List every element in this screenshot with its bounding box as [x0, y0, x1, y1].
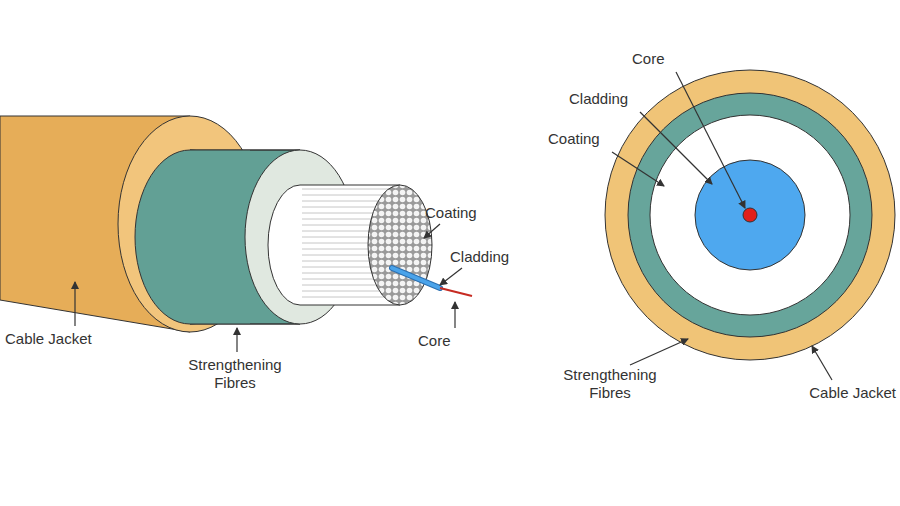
leader-lines [75, 72, 832, 380]
part-label: Cladding [450, 248, 509, 266]
part-label: Strengthening Fibres [545, 366, 675, 402]
fibre-bundle-3d [268, 185, 432, 305]
cable-jacket-3d [0, 116, 262, 332]
part-label: Cladding [569, 90, 628, 108]
part-label: Coating [548, 130, 600, 148]
part-label: Strengthening Fibres [170, 356, 300, 392]
part-label: Cable Jacket [809, 384, 896, 402]
part-label: Coating [425, 204, 477, 222]
cladding-rod-highlight [392, 268, 440, 288]
cladding-rod [392, 268, 440, 288]
part-label: Core [418, 332, 451, 350]
core-fibre [440, 288, 472, 296]
part-label: Cable Jacket [5, 330, 92, 348]
part-label: Core [632, 50, 665, 68]
cross-section [605, 70, 895, 360]
